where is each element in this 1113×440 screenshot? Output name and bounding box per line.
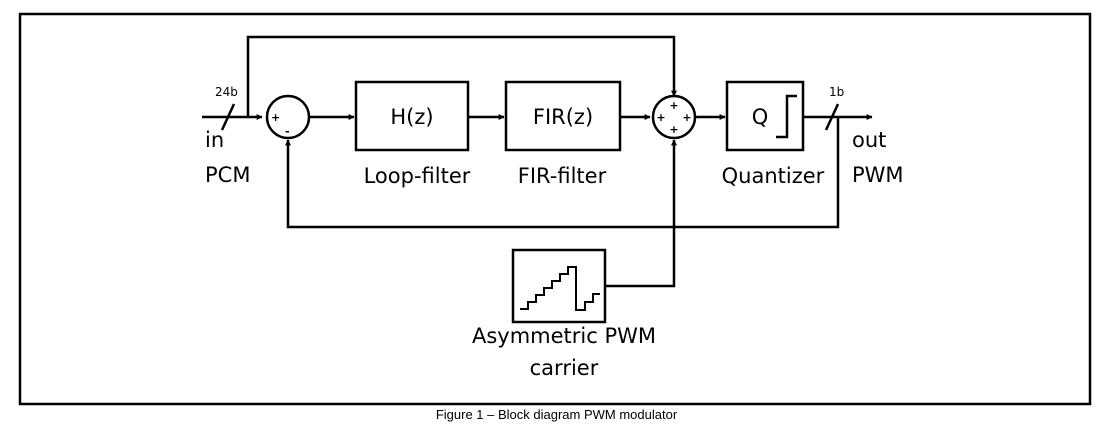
input-format-label: PCM [205,163,250,187]
sum2-bottom-plus: + [669,123,678,136]
sum2-top-plus: + [669,99,678,112]
output-format-label: PWM [852,163,904,187]
feedforward-path [246,35,677,117]
carrier-label-line1: Asymmetric PWM [472,324,656,348]
output-label: out [852,128,886,152]
sum2-right-plus: + [682,111,691,124]
sum1-minus-sign: - [285,125,290,138]
loop-filter-label: Loop-filter [364,164,471,188]
pwm-carrier-block [511,248,607,324]
quantizer-label: Quantizer [722,164,825,188]
fir-filter-label: FIR-filter [518,164,607,188]
sum2-left-plus: + [656,111,665,124]
input-label: in [205,128,224,152]
output-bus-width: 1b [829,85,844,99]
carrier-label-line2: carrier [530,356,599,380]
quantizer-block [725,80,805,152]
quantizer-symbol: Q [752,105,769,129]
sum1-plus-sign: + [271,111,280,124]
input-signal-line [202,103,263,131]
feedback-path [285,117,840,229]
fir-filter-symbol: FIR(z) [533,105,593,129]
quantizer-step-glyph [776,94,797,139]
figure-caption: Figure 1 – Block diagram PWM modulator [435,407,678,422]
loop-filter-symbol: H(z) [390,105,433,129]
carrier-to-sum2-path [605,139,677,288]
loop-filter-block [354,80,470,152]
input-bus-width: 24b [215,85,238,99]
diagram-frame [18,12,1092,406]
carrier-staircase-glyph [520,266,600,311]
